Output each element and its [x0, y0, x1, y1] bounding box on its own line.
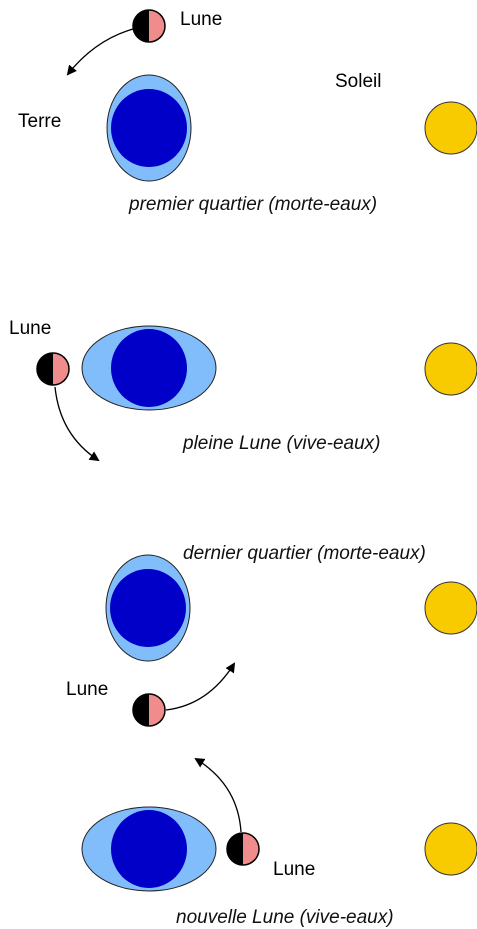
- earth-icon: [105, 554, 191, 662]
- earth-label: Terre: [18, 111, 61, 132]
- moon-outline: [132, 693, 166, 727]
- moon-dark-half: [133, 694, 149, 726]
- caption-first-quarter: premier quartier (morte-eaux): [128, 194, 377, 215]
- moon-icon: [36, 352, 70, 386]
- earth-core: [111, 89, 187, 167]
- orbit-arrow: [66, 28, 134, 76]
- orbit-arrow: [194, 757, 242, 833]
- moon-dark-half: [227, 833, 243, 865]
- panel-new-moon: Lune nouvelle Lune (vive-eaux): [81, 757, 477, 928]
- moon-label: Lune: [273, 859, 315, 880]
- sun-icon: [424, 822, 477, 876]
- moon-dark-half: [37, 353, 53, 385]
- moon-icon: [226, 832, 260, 866]
- moon-icon: [132, 693, 166, 727]
- sun-icon: [424, 342, 477, 396]
- earth-icon: [81, 325, 217, 411]
- moon-label: Lune: [9, 318, 51, 339]
- earth-core: [110, 569, 186, 647]
- moon-outline: [132, 9, 166, 43]
- moon-label: Lune: [66, 679, 108, 700]
- moon-outline: [36, 352, 70, 386]
- orbit-arrow: [165, 662, 236, 711]
- sun-icon: [424, 101, 477, 155]
- caption-full-moon: pleine Lune (vive-eaux): [182, 433, 381, 454]
- panel-full-moon: Lune pleine Lune (vive-eaux): [9, 318, 477, 462]
- earth-icon: [81, 806, 217, 892]
- moon-outline: [226, 832, 260, 866]
- earth-core: [111, 329, 187, 407]
- earth-icon: [106, 74, 192, 182]
- panel-last-quarter: dernier quartier (morte-eaux) Lune: [66, 543, 477, 727]
- earth-core: [111, 810, 187, 888]
- orbit-arrow: [54, 386, 100, 462]
- moon-label: Lune: [180, 9, 222, 30]
- caption-new-moon: nouvelle Lune (vive-eaux): [176, 907, 394, 928]
- caption-last-quarter: dernier quartier (morte-eaux): [183, 543, 426, 564]
- sun-label: Soleil: [335, 71, 381, 92]
- sun-icon: [424, 581, 477, 635]
- moon-dark-half: [133, 10, 149, 42]
- panel-first-quarter: Lune Terre Soleil premier quartier (mort…: [18, 9, 477, 215]
- moon-icon: [132, 9, 166, 43]
